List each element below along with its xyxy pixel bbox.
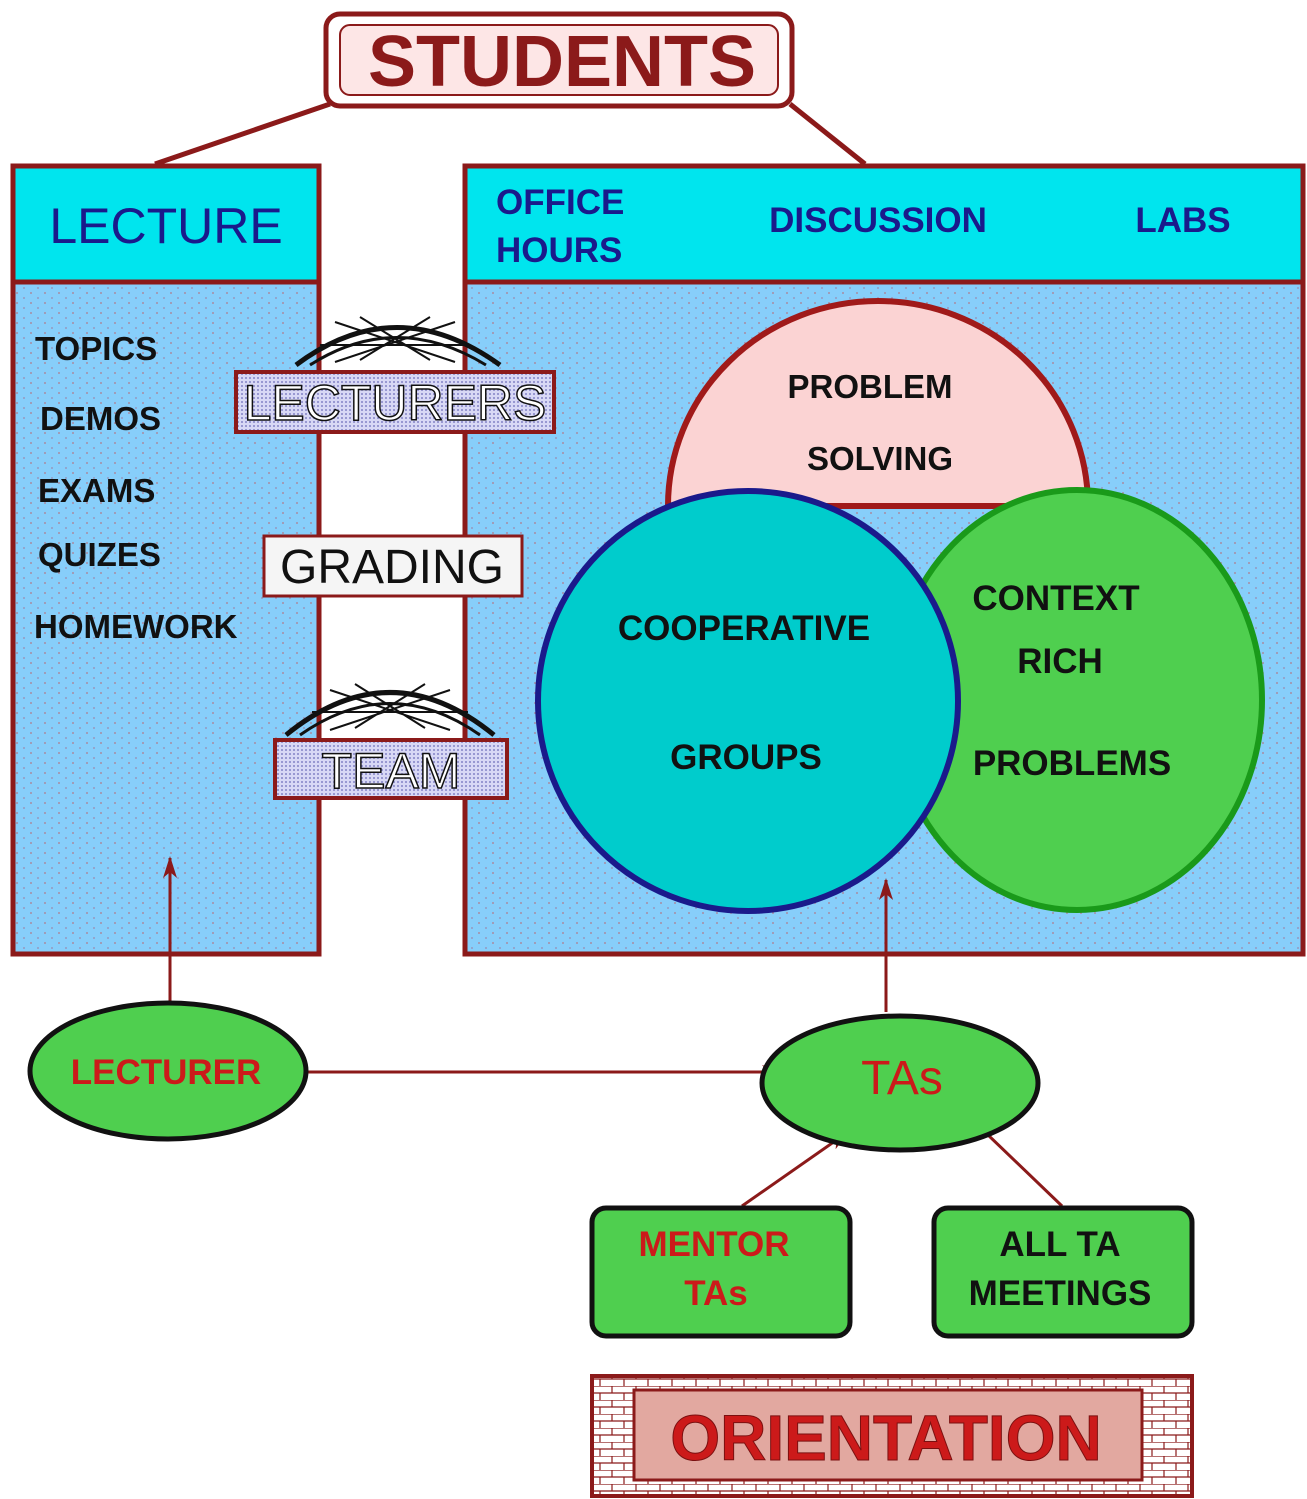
orientation-label: ORIENTATION — [670, 1402, 1101, 1474]
problem-solving-circle: PROBLEM SOLVING — [664, 298, 1092, 509]
lecture-item-homework: HOMEWORK — [34, 608, 238, 645]
lecturers-arch-outer — [294, 325, 502, 368]
lecture-item-exams: EXAMS — [38, 472, 155, 509]
lecture-header-label: LECTURE — [49, 198, 282, 254]
team-arch-outer — [284, 690, 496, 737]
mentor-line1: MENTOR — [638, 1225, 789, 1264]
header-discussion: DISCUSSION — [769, 201, 987, 240]
tas-ellipse — [759, 1013, 1041, 1153]
lecture-item-quizes: QUIZES — [38, 536, 161, 573]
context-rich-line3: PROBLEMS — [973, 744, 1171, 783]
grading-label: GRADING — [280, 541, 504, 594]
meetings-line1: ALL TA — [999, 1225, 1120, 1264]
meetings-box — [931, 1205, 1195, 1339]
cooperative-groups-circle: COOPERATIVE GROUPS — [535, 488, 961, 914]
tas-node: TAs — [759, 1013, 1041, 1153]
lecturers-bridge: LECTURERS — [234, 316, 556, 434]
lecturers-box — [234, 370, 556, 434]
mentor-line2: TAs — [684, 1274, 748, 1313]
arrows — [163, 856, 1064, 1208]
mentor-tas-box — [589, 1205, 853, 1339]
lecturers-truss — [320, 316, 470, 363]
header-office: OFFICE — [496, 183, 624, 222]
meetings-line2: MEETINGS — [969, 1274, 1152, 1313]
lecturer-label: LECTURER — [71, 1053, 262, 1092]
lecture-header — [10, 163, 322, 285]
team-box — [273, 738, 509, 800]
grading-bridge: GRADING — [262, 534, 524, 598]
team-truss — [312, 683, 468, 731]
lecture-item-demos: DEMOS — [40, 400, 161, 437]
tas-label: TAs — [861, 1052, 943, 1105]
students-group: STUDENTS — [154, 11, 867, 167]
problem-solving-line1: PROBLEM — [788, 368, 953, 405]
lecture-item-topics: TOPICS — [35, 330, 157, 367]
orientation-plate — [632, 1388, 1144, 1482]
header-labs: LABS — [1135, 201, 1230, 240]
all-ta-meetings-node: ALL TA MEETINGS — [931, 1205, 1195, 1339]
problem-solving-shape — [664, 298, 1092, 509]
arrow-mentor-to-tas — [741, 1130, 850, 1208]
cooperative-groups-line1: COOPERATIVE — [618, 609, 870, 648]
students-right-connector — [788, 102, 867, 166]
context-rich-line2: RICH — [1017, 642, 1103, 681]
grading-box — [262, 534, 524, 598]
team-bridge: TEAM — [273, 683, 509, 800]
lecturer-node: LECTURER — [27, 1000, 309, 1142]
cooperative-groups-shape — [535, 488, 961, 914]
students-left-connector — [154, 101, 331, 167]
problem-solving-line2: SOLVING — [807, 440, 953, 477]
team-arch-inner — [299, 702, 481, 737]
cooperative-groups-line2: GROUPS — [670, 738, 822, 777]
orientation-node: ORIENTATION — [590, 1374, 1194, 1498]
recitation-header — [462, 163, 1306, 285]
lecturers-label: LECTURERS — [244, 375, 547, 431]
lecturer-ellipse — [27, 1000, 309, 1142]
team-label: TEAM — [322, 743, 461, 799]
students-title: STUDENTS — [368, 22, 756, 102]
context-rich-line1: CONTEXT — [972, 579, 1139, 618]
header-hours: HOURS — [496, 231, 622, 270]
mentor-tas-node: MENTOR TAs — [589, 1205, 853, 1339]
students-inner-box — [339, 24, 779, 96]
